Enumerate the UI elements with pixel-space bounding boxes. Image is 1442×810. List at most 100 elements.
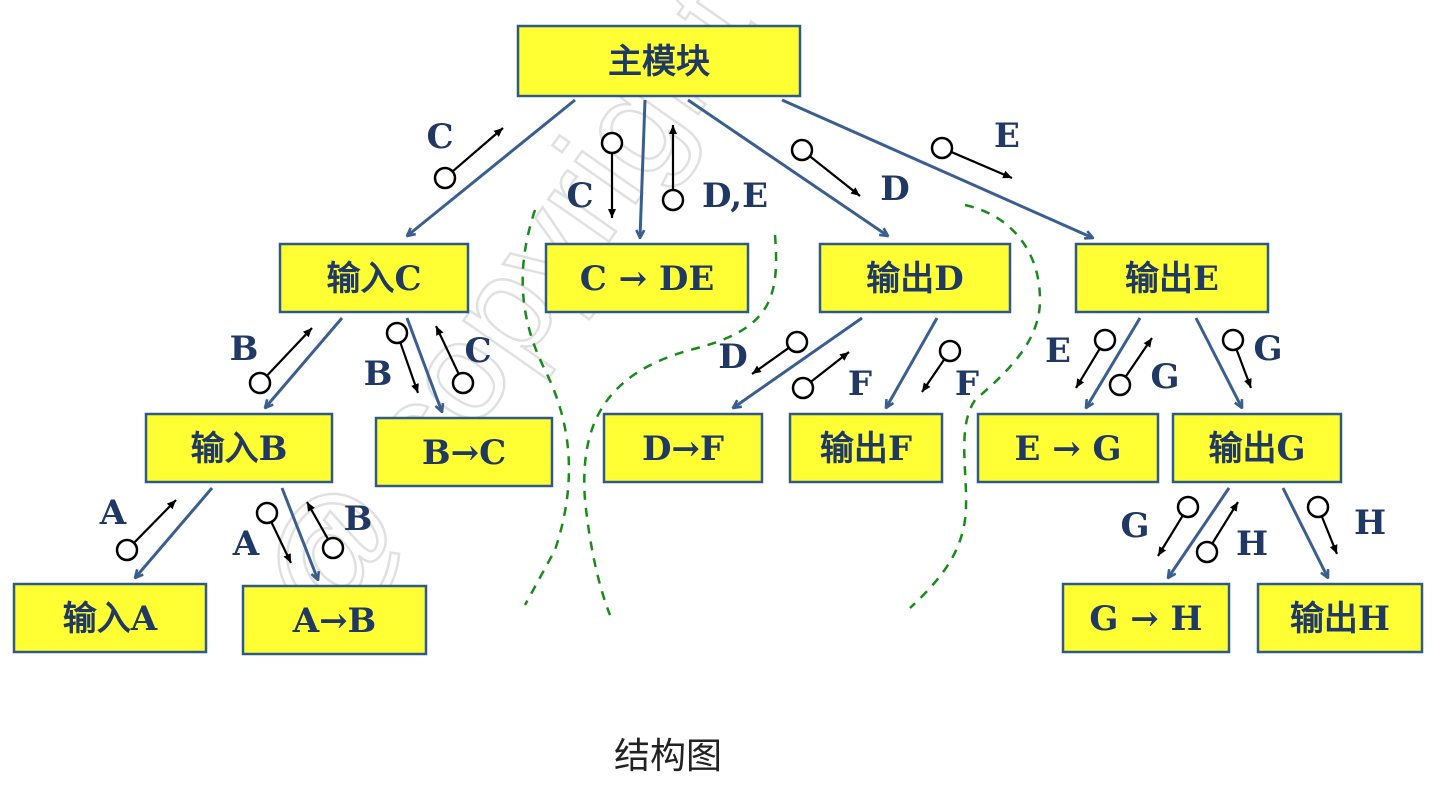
module-CDE: C → DE (544, 242, 750, 314)
couple-circle (451, 371, 475, 395)
couple-circle (785, 330, 809, 354)
couple-arrow (809, 155, 861, 197)
data-couple: H (1195, 501, 1268, 564)
data-couple: D (718, 330, 809, 377)
call-arrow-inB-to-AB (280, 487, 318, 580)
module-outF: 输出F (788, 412, 944, 484)
module-label: B→C (422, 433, 506, 473)
couple-label: C (566, 176, 593, 216)
couple-arrow (1211, 501, 1239, 545)
module-label: 输出E (1125, 259, 1219, 299)
module-box (788, 412, 944, 484)
couple-circle (321, 536, 345, 560)
couple-circle (1093, 328, 1117, 352)
module-label: 输出H (1290, 599, 1390, 639)
call-arrow-main-to-outD (687, 98, 888, 236)
data-couple: F (791, 351, 872, 404)
call-arrow-main-to-CDE (640, 99, 647, 238)
data-couple: D,E (661, 125, 768, 216)
couple-arrow (306, 501, 330, 540)
couple-label: D,E (702, 176, 768, 216)
data-couple: E (1045, 328, 1117, 389)
couple-arrow (270, 521, 292, 564)
couple-label: A (99, 493, 127, 533)
data-couple: B (364, 321, 420, 394)
boundary-line-left (521, 209, 571, 606)
couple-arrow (921, 358, 946, 393)
module-inB: 输入B (144, 412, 334, 484)
data-couple: B (230, 327, 313, 395)
couple-circle (255, 501, 279, 525)
module-box (1171, 412, 1343, 484)
couple-arrow (133, 499, 177, 544)
couple-label: E (994, 116, 1020, 156)
couple-circle (938, 339, 962, 363)
module-inA: 输入A (12, 582, 208, 654)
couple-label: H (1354, 503, 1386, 543)
module-label: 输入C (326, 259, 421, 299)
call-arrow-main-to-inC (407, 98, 576, 236)
couple-circle (1176, 495, 1200, 519)
boundary-line-right (909, 203, 1042, 609)
module-BC: B→C (374, 416, 554, 488)
module-label: 输出G (1208, 429, 1305, 469)
data-couple: B (306, 499, 372, 560)
couple-arrow (950, 150, 1013, 180)
module-label: 主模块 (608, 42, 710, 82)
module-outD: 输出D (818, 242, 1012, 314)
module-label: G → H (1089, 599, 1202, 639)
call-arrow-outG-to-GH (1168, 487, 1231, 578)
module-box (544, 242, 750, 314)
couple-label: C (426, 117, 453, 157)
diagram-caption: 结构图 (614, 736, 722, 777)
couple-arrow (751, 346, 790, 375)
module-label: 输出D (866, 259, 963, 299)
call-arrow-inC-to-inB (265, 317, 344, 408)
couple-label: B (230, 329, 259, 369)
module-outE: 输出E (1074, 242, 1270, 314)
couple-label: H (1236, 524, 1268, 564)
module-box (602, 412, 764, 484)
boundary-line-middle (583, 234, 778, 616)
couple-label: C (464, 331, 491, 371)
couple-circle (433, 166, 457, 190)
couple-arrow (1157, 514, 1184, 557)
module-box (241, 584, 428, 656)
module-box (1061, 582, 1231, 654)
couple-arrow (1124, 337, 1153, 378)
call-arrow-outD-to-outF (886, 317, 939, 408)
couple-label: G (1120, 506, 1149, 546)
couple-circle (600, 131, 624, 155)
data-couple: A (99, 493, 177, 562)
couple-circle (790, 138, 814, 162)
data-couple: E (930, 116, 1020, 180)
module-box (1074, 242, 1270, 314)
module-label: 输出F (820, 429, 912, 469)
couple-label: A (232, 524, 260, 564)
couple-circle (1108, 373, 1132, 397)
module-main: 主模块 (516, 24, 802, 98)
data-couple: C (435, 325, 492, 395)
couple-circle (115, 538, 139, 562)
boundary-lines (521, 203, 1042, 616)
module-box (12, 582, 208, 654)
module-DF: D→F (602, 412, 764, 484)
module-box (278, 242, 470, 314)
couple-arrow (1320, 515, 1339, 555)
call-arrow-outE-to-outG (1194, 317, 1244, 408)
call-arrows (135, 98, 1330, 580)
module-label: E → G (1014, 429, 1121, 469)
couple-arrow (451, 127, 504, 173)
couple-circle (1195, 540, 1219, 564)
module-EG: E → G (976, 412, 1160, 484)
couple-arrow (1075, 347, 1101, 389)
couple-circle (385, 321, 409, 345)
module-label: C → DE (580, 259, 715, 299)
couple-circle (248, 371, 272, 395)
data-couple: C (566, 131, 624, 218)
couple-circle (1221, 328, 1245, 352)
couple-circle (930, 136, 954, 160)
couple-circle (791, 376, 815, 400)
